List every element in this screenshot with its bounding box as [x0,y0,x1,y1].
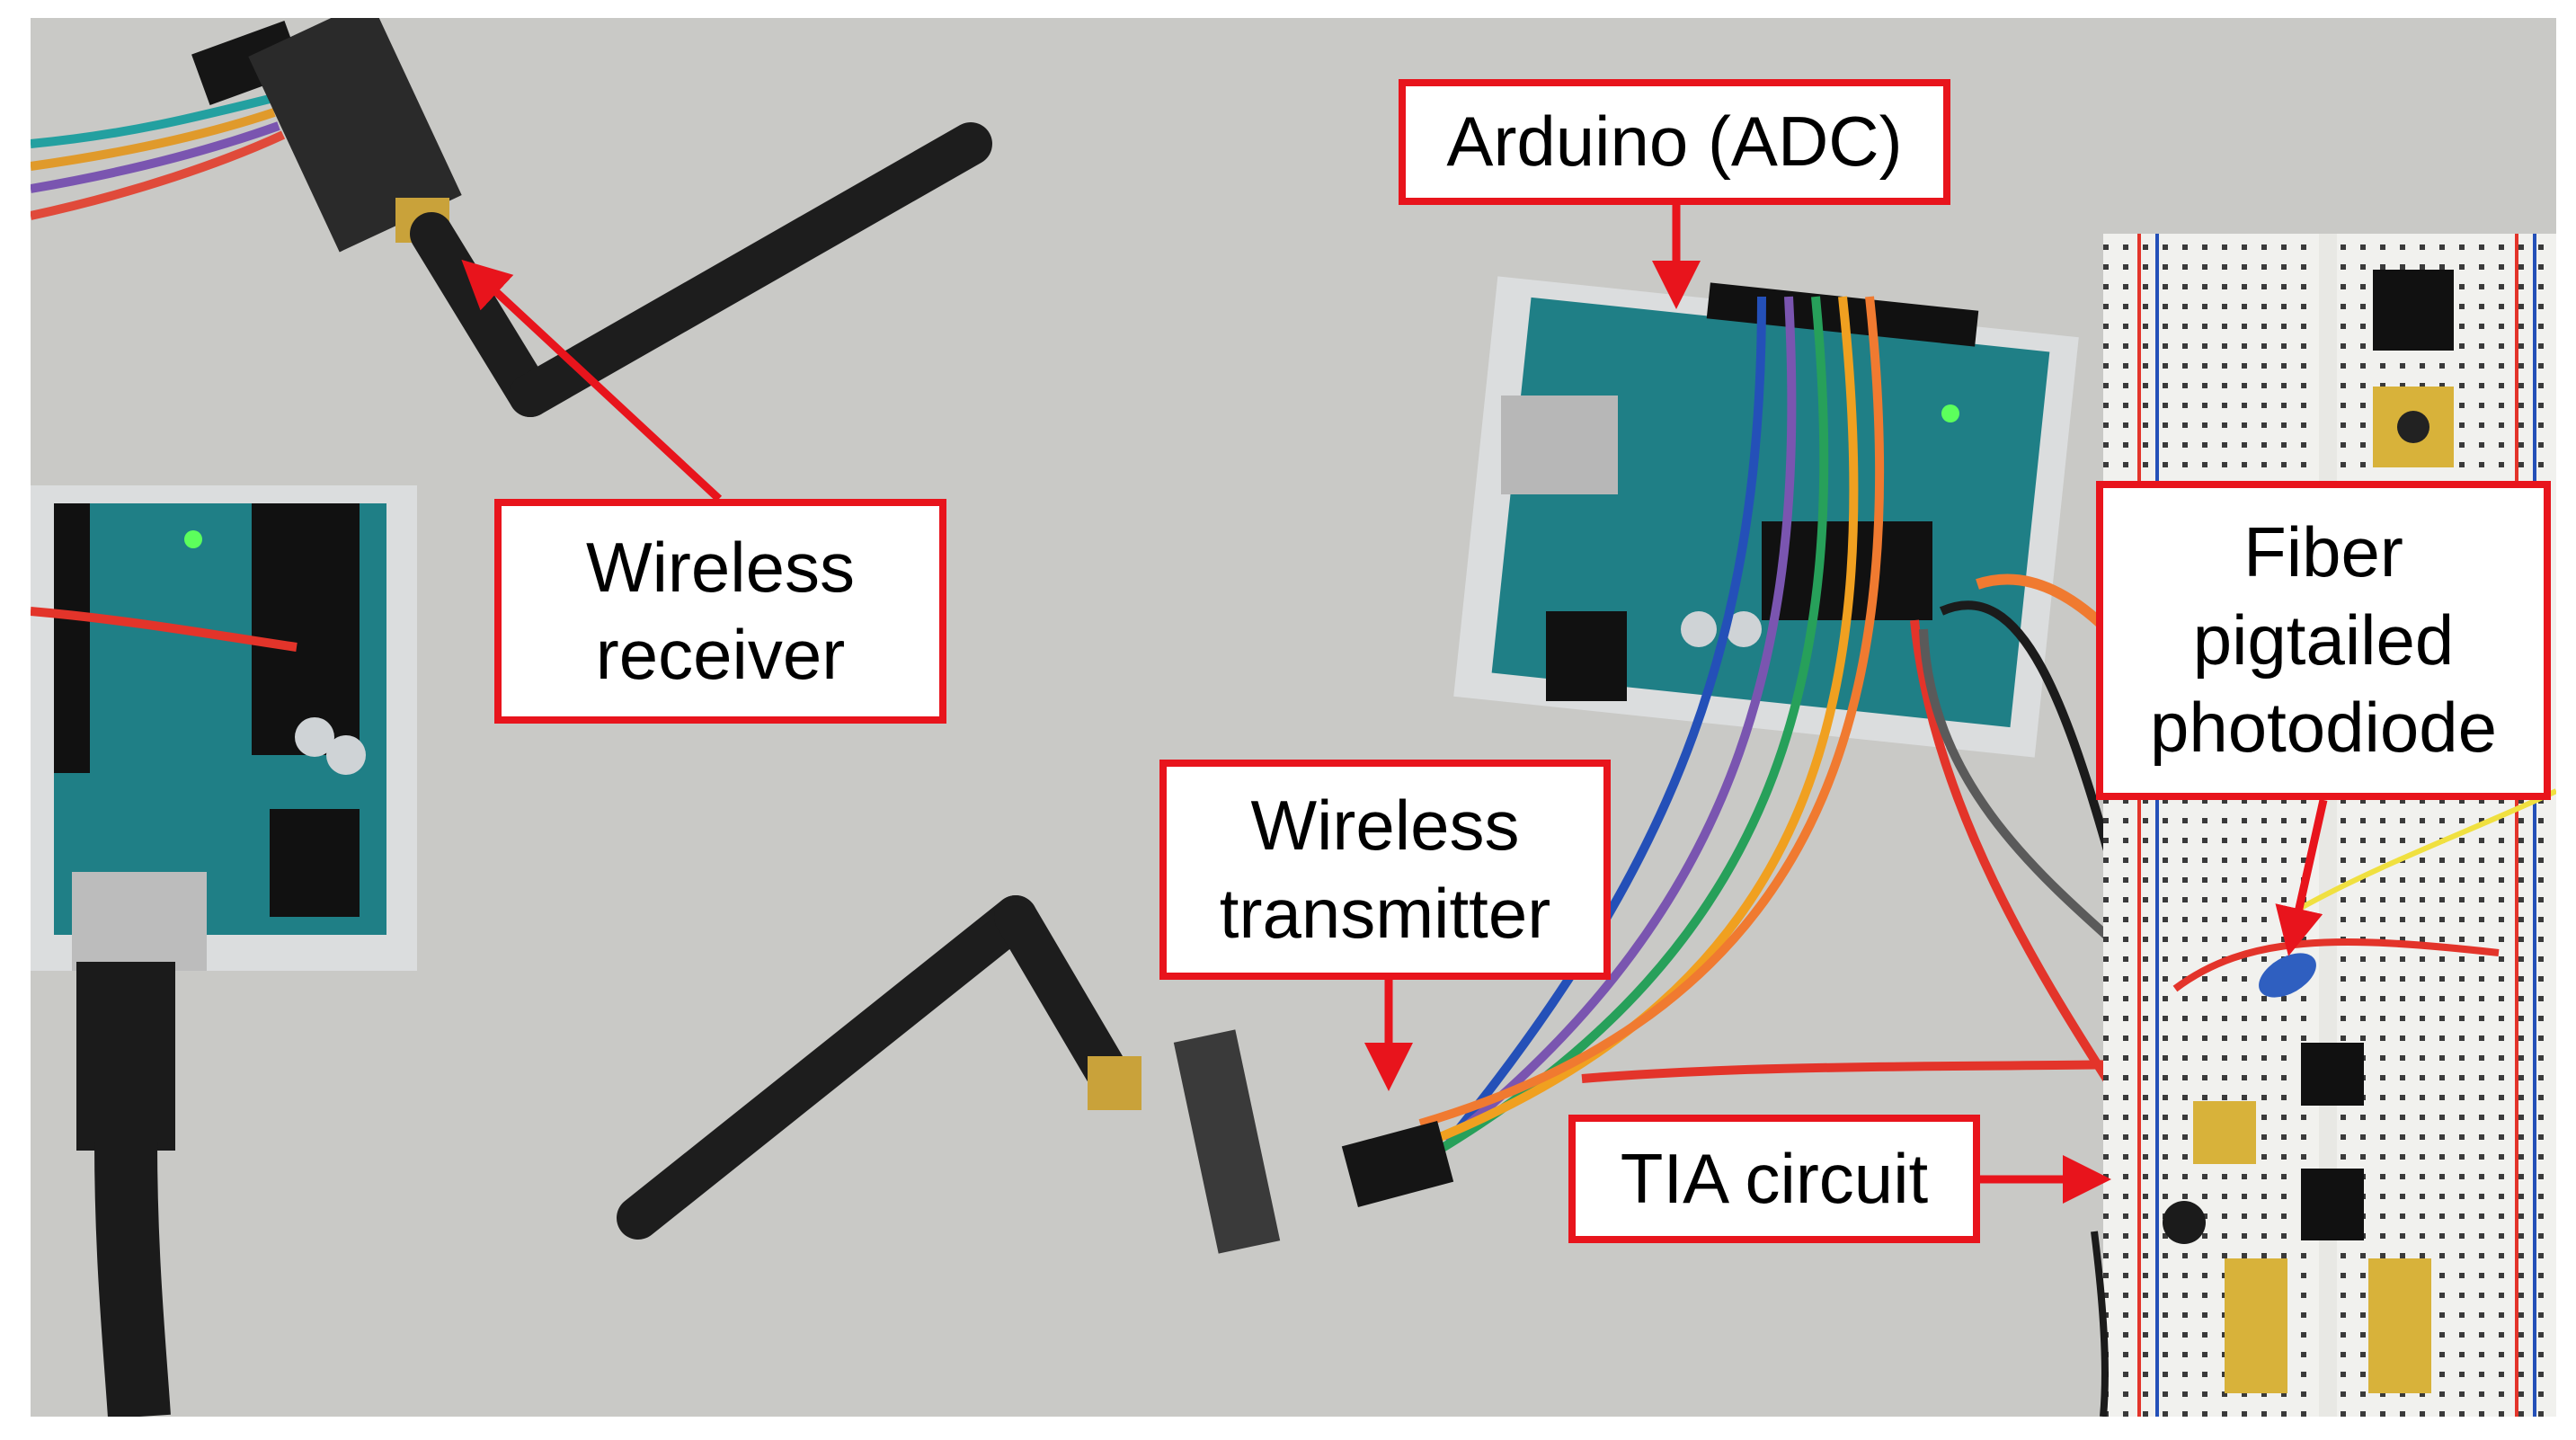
label-fiber-photodiode-line-2: pigtailed [2192,600,2455,680]
usb-cable [76,962,175,1419]
label-fiber-photodiode-line-3: photodiode [2149,688,2498,768]
center-arduino-board [1453,276,2079,758]
label-wireless-transmitter-line-1: Wireless [1250,786,1520,865]
callout-arrows [461,205,2328,1204]
arrow-fiber-photodiode [2275,799,2328,956]
left-red-wire [30,607,298,652]
label-wireless-receiver: Wireless receiver [494,499,946,724]
breadboard [2091,234,2558,1418]
label-fiber-photodiode-line-1: Fiber [2243,512,2403,592]
label-arduino-adc: Arduino (ADC) [1399,79,1950,205]
left-arduino-board [31,485,417,971]
transmitter-antenna [617,895,1141,1240]
label-tia-circuit: TIA circuit [1568,1115,1980,1243]
label-wireless-receiver-line-2: receiver [595,615,846,694]
label-wireless-transmitter-line-2: transmitter [1219,873,1551,953]
label-wireless-receiver-line-1: Wireless [585,527,855,607]
arrow-wireless-receiver [461,259,723,502]
label-tia-circuit-text: TIA circuit [1620,1138,1929,1218]
transmitter-module [1173,1029,1454,1254]
label-fiber-photodiode: Fiber pigtailed photodiode [2096,481,2551,800]
label-arduino-adc-text: Arduino (ADC) [1446,102,1903,182]
receiver-antenna [410,122,992,417]
label-wireless-transmitter: Wireless transmitter [1159,760,1611,980]
